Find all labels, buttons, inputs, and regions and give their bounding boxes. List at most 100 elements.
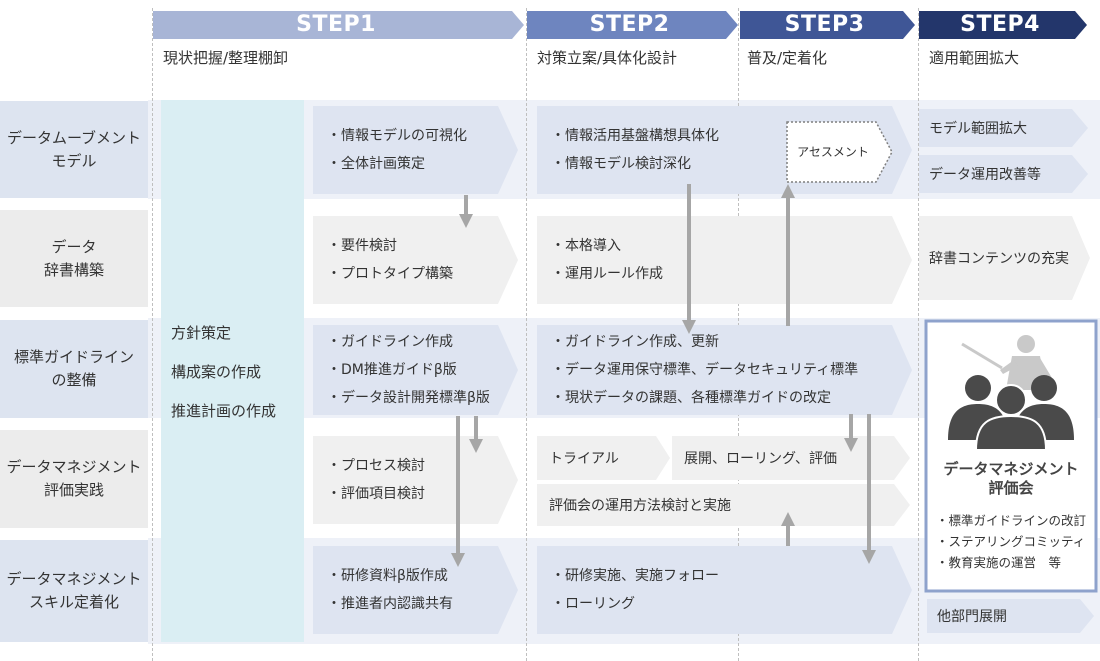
- s1-box-2-shape: [313, 216, 518, 304]
- arrow-f-shaft: [849, 414, 853, 440]
- model-expand-label: モデル範囲拡大: [929, 121, 1027, 137]
- s1-box-3-line-2: ・DM推進ガイドβ版: [327, 362, 457, 378]
- s1-box-2-line-2: ・プロトタイプ構築: [327, 266, 453, 282]
- s1-box-3: ・ガイドライン作成 ・DM推進ガイドβ版 ・データ設計開発標準β版: [313, 325, 503, 415]
- s23-box-3: ・ガイドライン作成、更新 ・データ運用保守標準、データセキュリティ標準 ・現状デ…: [537, 325, 897, 415]
- arrow-b-shaft: [474, 416, 478, 440]
- arrow-h-shaft: [867, 414, 871, 552]
- arrow-d-shaft: [687, 184, 691, 322]
- divider-1: [152, 8, 153, 661]
- step4-label: STEP4: [960, 12, 1040, 37]
- s1-box-2: ・要件検討 ・プロトタイプ構築: [313, 216, 503, 304]
- s1-box-5-line-1: ・研修資料β版作成: [327, 568, 448, 584]
- s1-box-5-line-2: ・推進者内認識共有: [327, 596, 453, 612]
- s23-box-2-line-2: ・運用ルール作成: [551, 266, 663, 282]
- assessment-label: アセスメント: [797, 145, 869, 159]
- s1-box-1-line-2: ・全体計画策定: [327, 156, 425, 172]
- s23-box-2-shape: [537, 216, 912, 304]
- trial-label: トライアル: [549, 451, 619, 467]
- deploy-label: 展開、ローリング、評価: [684, 451, 838, 467]
- divider-2: [526, 8, 527, 661]
- arrow-b-head: [469, 439, 483, 453]
- dict-enrich-label: 辞書コンテンツの充実: [929, 251, 1069, 267]
- row-label-data-movement-model: データムーブメント モデル: [0, 101, 148, 198]
- arrow-d-head: [682, 320, 696, 334]
- model-expand-shape: [919, 109, 1088, 147]
- s23-box-2: ・本格導入 ・運用ルール作成: [537, 216, 777, 304]
- arrow-e-shaft: [786, 196, 790, 326]
- s1-box-3-line-3: ・データ設計開発標準β版: [327, 390, 490, 406]
- council-item-1: ・標準ガイドラインの改訂: [936, 513, 1087, 528]
- step2-label: STEP2: [589, 12, 670, 37]
- step3-subtitle: 普及/定着化: [747, 49, 828, 67]
- step3-label: STEP3: [784, 12, 865, 37]
- s1-box-1-line-1: ・情報モデルの可視化: [327, 128, 467, 144]
- s1-box-4: ・プロセス検討 ・評価項目検討: [313, 436, 503, 524]
- arrow-g-shaft: [786, 524, 790, 546]
- policy-item-3: 推進計画の作成: [171, 401, 277, 420]
- policy-item-2: 構成案の作成: [171, 362, 262, 381]
- policy-column: 方針策定 構成案の作成 推進計画の作成: [161, 100, 304, 642]
- s1-box-4-line-2: ・評価項目検討: [327, 486, 425, 502]
- s1-box-4-shape: [313, 436, 518, 524]
- s23-box-1-line-2: ・情報モデル検討深化: [551, 156, 691, 172]
- row-label-standard-guidelines: 標準ガイドライン の整備: [0, 320, 148, 418]
- eval-method-label: 評価会の運用方法検討と実施: [549, 498, 731, 514]
- arrow-a-shaft: [464, 195, 468, 215]
- s1-box-1-shape: [313, 106, 518, 194]
- s23-box-1: ・情報活用基盤構想具体化 ・情報モデル検討深化: [537, 106, 777, 194]
- arrow-c-head: [451, 553, 465, 567]
- policy-item-1: 方針策定: [171, 323, 232, 342]
- council-item-2: ・ステアリングコミッティ: [936, 534, 1086, 549]
- step1-subtitle: 現状把握/整理棚卸: [163, 49, 289, 67]
- assessment-shape: [786, 121, 893, 183]
- arrow-e-head: [781, 184, 795, 198]
- s23-box-5: ・研修実施、実施フォロー ・ローリング: [537, 546, 777, 634]
- s1-box-5-shape: [313, 546, 518, 634]
- s23-box-2-line-1: ・本格導入: [551, 238, 621, 254]
- row-label-data-dictionary: データ 辞書構築: [0, 210, 148, 307]
- data-improve-shape: [919, 155, 1088, 193]
- dept-expand-shape: [927, 599, 1094, 633]
- arrow-f-head: [844, 438, 858, 452]
- divider-4: [918, 8, 919, 661]
- data-improve-label: データ運用改善等: [929, 167, 1041, 183]
- s1-box-3-shape: [313, 325, 518, 415]
- s1-box-1: ・情報モデルの可視化 ・全体計画策定: [313, 106, 503, 194]
- arrow-c-shaft: [456, 416, 460, 556]
- s23-box-3-line-3: ・現状データの課題、各種標準ガイドの改定: [551, 390, 831, 406]
- s1-box-4-line-1: ・プロセス検討: [327, 458, 425, 474]
- step2-subtitle: 対策立案/具体化設計: [537, 49, 678, 67]
- s1-box-5: ・研修資料β版作成 ・推進者内認識共有: [313, 546, 503, 634]
- s23-box-5-line-1: ・研修実施、実施フォロー: [551, 568, 719, 584]
- s23-box-3-line-1: ・ガイドライン作成、更新: [551, 334, 719, 350]
- audience-icon: [948, 375, 1074, 450]
- arrow-h-head: [862, 550, 876, 564]
- step-header: [153, 11, 1087, 39]
- council-item-3: ・教育実施の運営 等: [936, 555, 1062, 570]
- s23-box-5-shape: [537, 546, 912, 634]
- dict-enrich-shape: [919, 216, 1090, 300]
- trial-shape: [537, 436, 670, 480]
- step4-chevron: [919, 11, 1087, 39]
- step4-subtitle: 適用範囲拡大: [929, 49, 1020, 67]
- council-title: データマネジメント 評価会: [943, 460, 1079, 497]
- s23-box-1-line-1: ・情報活用基盤構想具体化: [551, 128, 719, 144]
- council-illustration: [948, 335, 1074, 450]
- arrow-g-head: [781, 512, 795, 526]
- council-items: ・標準ガイドラインの改訂 ・ステアリングコミッティ ・教育実施の運営 等: [936, 510, 1094, 573]
- s23-box-3-line-2: ・データ運用保守標準、データセキュリティ標準: [551, 362, 859, 378]
- eval-method-shape: [537, 484, 910, 526]
- step1-chevron: [153, 11, 524, 39]
- s1-box-3-line-1: ・ガイドライン作成: [327, 334, 453, 350]
- step1-label: STEP1: [296, 12, 376, 37]
- step2-chevron: [527, 11, 738, 39]
- s23-box-3-shape: [537, 325, 912, 415]
- step3-chevron: [740, 11, 915, 39]
- row-label-dm-evaluation: データマネジメント 評価実践: [0, 430, 148, 528]
- s23-box-5-line-2: ・ローリング: [551, 596, 635, 612]
- arrow-a-head: [459, 214, 473, 228]
- s1-box-2-line-1: ・要件検討: [327, 238, 397, 254]
